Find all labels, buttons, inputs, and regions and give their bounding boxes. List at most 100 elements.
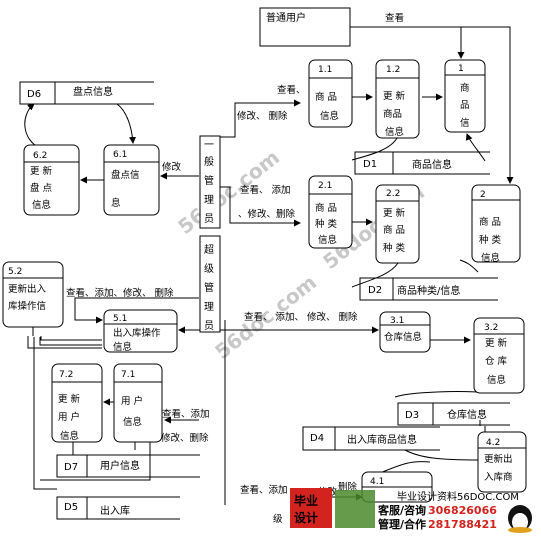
flow-label: 、修改、删除	[238, 208, 296, 220]
svg-text:1.1: 1.1	[318, 65, 332, 75]
svg-text:信息: 信息	[113, 341, 132, 353]
brand-graphic	[335, 490, 375, 528]
svg-text:商 品: 商 品	[315, 91, 337, 103]
svg-text:客服/咨询: 客服/咨询	[377, 503, 426, 517]
store-d2: D2 商品种类/信息	[359, 277, 498, 301]
svg-text:管: 管	[204, 174, 214, 187]
store-d1: D1 商品信息	[354, 151, 490, 175]
svg-text:信息: 信息	[32, 199, 51, 211]
svg-text:1: 1	[458, 64, 464, 74]
process-4-2: 4.2 更新出 入库商	[477, 431, 527, 493]
svg-text:信息: 信息	[123, 416, 142, 428]
svg-text:种 类: 种 类	[315, 218, 338, 230]
process-3-2: 3.2 更 新 仓 库 信息	[473, 317, 525, 394]
flow-label: 查看	[385, 12, 404, 24]
svg-text:商: 商	[460, 82, 470, 94]
svg-text:信息: 信息	[318, 234, 337, 246]
external-entity-normal-user: 普通用户	[259, 7, 351, 47]
process-2-2: 2.2 更 新 商 品 种 类	[375, 184, 420, 264]
svg-text:D3: D3	[405, 410, 419, 421]
svg-text:一: 一	[204, 140, 214, 151]
process-5-2: 5.2 更新出入 库操作信	[2, 261, 64, 328]
svg-text:种 类: 种 类	[479, 234, 502, 246]
flow-label: 修改、 删除	[237, 110, 288, 122]
brand-logo	[290, 488, 332, 528]
svg-text:般: 般	[204, 155, 214, 168]
svg-text:2.1: 2.1	[318, 181, 332, 191]
svg-text:商品种类/信息: 商品种类/信息	[397, 284, 460, 297]
svg-text:更 新: 更 新	[383, 90, 406, 102]
svg-text:D2: D2	[368, 285, 382, 296]
brand-title: 毕业设计资料	[397, 490, 457, 503]
svg-text:库操作信: 库操作信	[8, 300, 46, 312]
svg-text:1.2: 1.2	[386, 65, 400, 75]
process-6-1: 6.1 盘点信 息	[103, 144, 160, 216]
svg-text:入库商: 入库商	[484, 471, 513, 483]
svg-text:理: 理	[204, 194, 214, 206]
svg-text:息: 息	[111, 197, 121, 209]
svg-text:商 品: 商 品	[479, 216, 501, 228]
process-5-1: 5.1 出入库操作 信息	[103, 309, 178, 353]
flow-label: 查看、添加	[240, 484, 288, 496]
chat-icon	[508, 505, 532, 533]
entity-label: 普通用户	[266, 11, 306, 24]
svg-text:员: 员	[204, 213, 214, 225]
svg-text:出入库: 出入库	[100, 504, 130, 517]
svg-text:更 新: 更 新	[30, 165, 53, 177]
svg-text:D4: D4	[310, 433, 324, 444]
svg-text:信息: 信息	[481, 252, 500, 264]
svg-text:D7: D7	[64, 462, 78, 473]
svg-text:出入库商品信息: 出入库商品信息	[347, 433, 417, 446]
process-6-2: 6.2 更 新 盘 点 信息	[23, 144, 80, 216]
brand-overlay: 毕业设计资料 56DOC.COM 毕业 设计 客服/咨询 306826066 管…	[290, 488, 532, 533]
svg-text:级: 级	[204, 263, 214, 275]
process-7-2: 7.2 更 新 用 户 信息	[51, 363, 103, 443]
flow-label: 查看、 添加、 修改、 删除	[244, 311, 358, 323]
brand-site: 56DOC.COM	[457, 492, 519, 503]
svg-text:D5: D5	[64, 502, 78, 513]
svg-text:用 户: 用 户	[58, 411, 80, 423]
svg-text:更 新: 更 新	[383, 207, 406, 219]
svg-text:信息: 信息	[320, 110, 339, 122]
svg-text:品: 品	[460, 100, 470, 111]
flow-label: 查看、添加、修改、 删除	[66, 287, 174, 299]
flow-label: 查看、添加	[162, 408, 210, 420]
svg-text:D6: D6	[27, 89, 41, 100]
admin-general: 一 般 管 理 员	[199, 135, 221, 229]
process-1-2: 1.2 更 新 商品 信息	[375, 59, 420, 139]
svg-text:商 品: 商 品	[315, 202, 337, 214]
svg-text:信息: 信息	[487, 374, 506, 386]
svg-text:2: 2	[480, 190, 486, 200]
svg-text:7.1: 7.1	[121, 370, 135, 380]
flow-label: 查看、	[277, 84, 306, 96]
svg-text:毕业: 毕业	[294, 493, 318, 508]
svg-text:更 新: 更 新	[485, 337, 508, 349]
svg-text:商品: 商品	[383, 108, 402, 120]
svg-text:6.1: 6.1	[113, 150, 127, 160]
svg-text:4.2: 4.2	[486, 438, 500, 448]
svg-text:更新出入: 更新出入	[8, 283, 47, 295]
svg-text:管理/合作: 管理/合作	[378, 517, 426, 531]
svg-text:7.2: 7.2	[59, 370, 73, 380]
svg-text:盘点信: 盘点信	[111, 169, 140, 181]
svg-text:信息: 信息	[385, 126, 404, 138]
svg-text:用户信息: 用户信息	[100, 459, 140, 472]
svg-text:超: 超	[204, 243, 214, 256]
svg-text:仓库信息: 仓库信息	[384, 331, 422, 343]
svg-text:员: 员	[204, 320, 214, 332]
process-7-1: 7.1 用 户 信息	[113, 363, 163, 443]
process-1-1: 1.1 商 品 信息	[308, 59, 353, 128]
svg-text:4.1: 4.1	[370, 477, 384, 487]
svg-text:商品信息: 商品信息	[412, 158, 452, 171]
process-2-1: 2.1 商 品 种 类 信息	[308, 175, 353, 249]
flow-labels: 查看 查看、 修改、 删除 查看、 添加 、修改、删除 修改 查看、添加、修改、…	[66, 12, 404, 525]
svg-text:D1: D1	[363, 159, 377, 170]
svg-text:盘点信息: 盘点信息	[73, 85, 113, 98]
store-d6: D6 盘点信息	[19, 81, 154, 105]
admin-super: 超 级 管 理 员	[199, 235, 221, 333]
flow-label: 修改、删除	[161, 432, 209, 444]
svg-text:商 品: 商 品	[383, 224, 405, 236]
svg-text:5.2: 5.2	[8, 267, 22, 277]
svg-text:2.2: 2.2	[386, 189, 400, 199]
store-d3: D3 仓库信息	[397, 402, 510, 426]
